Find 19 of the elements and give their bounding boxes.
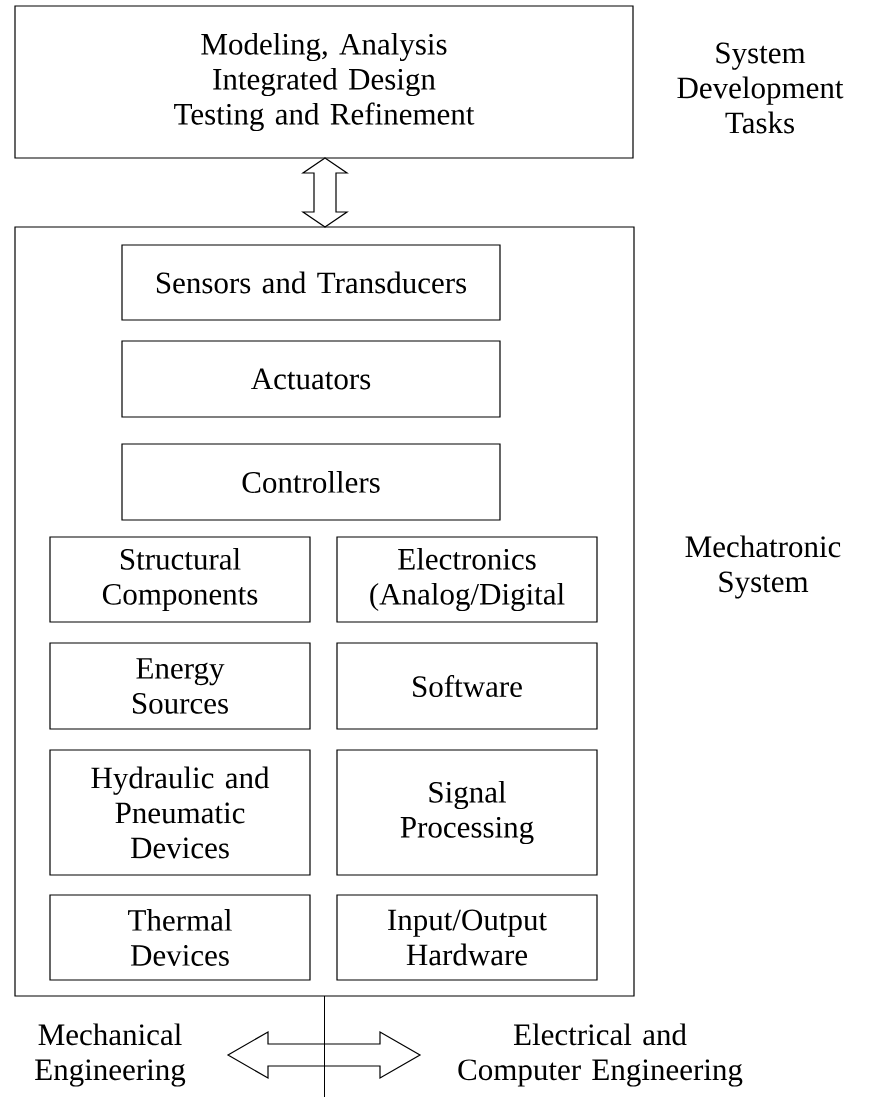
process-box: Input/Output Hardware — [336, 894, 598, 981]
double-arrow — [301, 157, 349, 228]
side-label: System Development Tasks — [677, 42, 844, 134]
field-label: Mechanical Engineering — [35, 1023, 186, 1087]
process-box: Electronics (Analog/Digital — [336, 536, 598, 623]
process-box: Energy Sources — [49, 642, 311, 730]
line — [324, 995, 325, 1097]
system-box — [14, 226, 635, 997]
process-box: Controllers — [121, 443, 501, 521]
process-box: Signal Processing — [336, 749, 598, 876]
process-box: Structural Components — [49, 536, 311, 623]
process-box: Software — [336, 642, 598, 730]
process-box: Hydraulic and Pneumatic Devices — [49, 749, 311, 876]
process-box: Thermal Devices — [49, 894, 311, 981]
field-label: Electrical and Computer Engineering — [458, 1023, 743, 1087]
process-box: Sensors and Transducers — [121, 244, 501, 321]
process-box: Actuators — [121, 340, 501, 418]
side-label: Mechatronic System — [685, 535, 841, 599]
process-box: Modeling, Analysis Integrated Design Testing and Refinement — [14, 5, 634, 159]
